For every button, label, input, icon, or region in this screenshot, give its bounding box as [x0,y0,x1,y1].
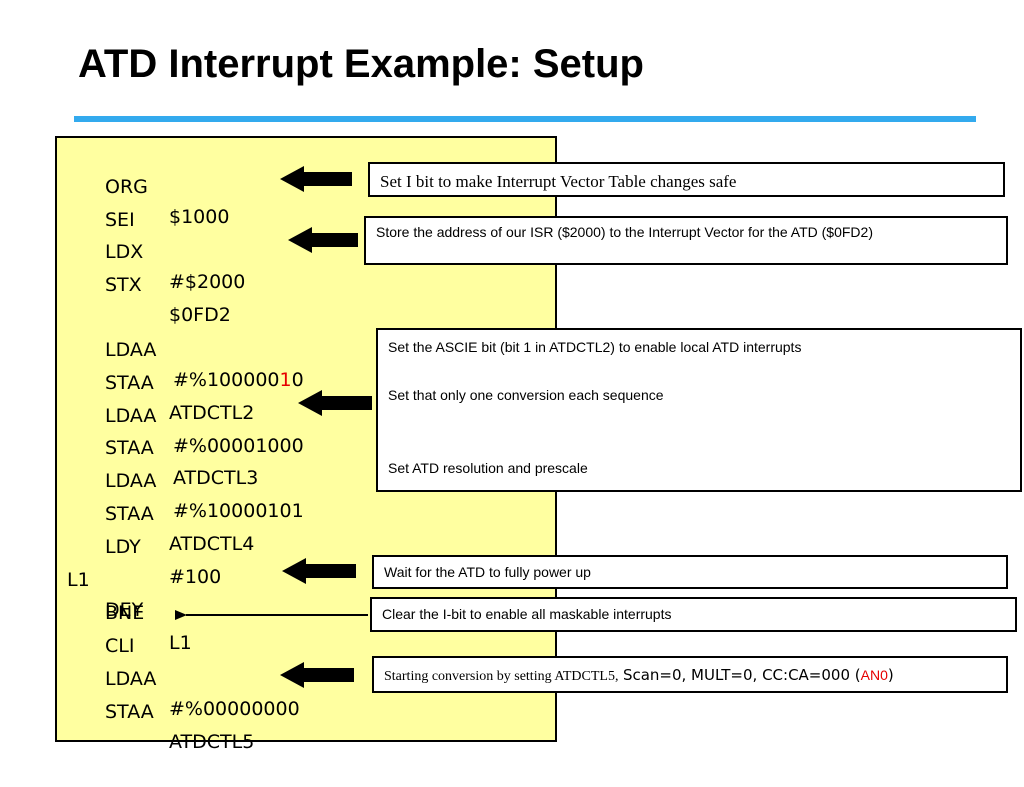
code-opcode: LDX [105,241,144,263]
code-opcode: SEI [105,209,135,231]
code-opcode: ORG [105,176,148,198]
note-vector: Store the address of our ISR ($2000) to … [364,216,1008,265]
code-line: STX $0FD2 [57,240,231,326]
code-opcode: LDAA [105,470,157,492]
code-line: LDAA #%10000010 [57,305,304,391]
note-wait: Wait for the ATD to fully power up [372,555,1008,589]
note-text: Set ATD resolution and prescale [388,460,588,476]
code-opcode: LDY [105,536,141,558]
note-text: Wait for the ATD to fully power up [384,564,591,580]
code-operand: L1 [169,632,192,654]
code-line: STAA ATDCTL3 [57,403,258,489]
code-operand: #$2000 [169,271,246,293]
code-line: STAA ATDCTL5 [57,667,254,753]
block-arrow-left-icon [280,166,352,192]
code-operand: $1000 [169,206,230,228]
operand-part: #%100000 [173,369,280,391]
code-operand: #%00000000 [169,698,300,720]
note-channel: AN0 [860,667,888,683]
code-operand: ATDCTL3 [173,467,259,489]
code-line: STAA ATDCTL2 [57,338,254,424]
note-text: Starting conversion by setting ATDCTL5, … [384,666,894,685]
code-opcode: BNE [105,602,145,624]
code-line: STAA ATDCTL4 [57,469,254,555]
block-arrow-left-icon [280,662,354,688]
block-arrow-left-icon [282,558,356,584]
code-operand: ATDCTL4 [169,533,255,555]
code-operand: #100 [169,566,222,588]
code-opcode: CLI [105,635,135,657]
code-operand: #%10000101 [173,500,304,522]
code-opcode: STX [105,274,142,296]
note-close: ) [887,666,894,684]
code-label: L1 [67,569,90,591]
note-sei: Set I bit to make Interrupt Vector Table… [368,162,1005,197]
code-opcode: STAA [105,503,154,525]
code-line: L1 DEY [57,535,143,621]
block-arrow-left-icon [288,227,358,253]
note-text: Set I bit to make Interrupt Vector Table… [380,172,737,191]
code-operand: #%10000010 [173,365,304,395]
code-opcode: DEY [105,599,144,621]
code-opcode: STAA [105,372,154,394]
code-operand: #%00001000 [173,435,304,457]
note-text: Store the address of our ISR ($2000) to … [376,224,873,240]
code-line: LDAA #%10000101 [57,436,304,522]
code-line: BNE L1 [57,568,192,654]
arrows-layer [175,166,372,688]
code-line: CLI [57,601,134,657]
code-line: SEI [57,175,135,231]
note-params: Scan=0, MULT=0, CC:CA=000 ( [622,666,861,684]
block-arrow-left-icon [298,390,372,416]
title-underline [74,116,976,122]
code-operand: ATDCTL2 [169,402,255,424]
code-line: LDAA #%00001000 [57,371,304,457]
note-text: Set that only one conversion each sequen… [388,387,664,403]
operand-part: 0 [291,369,304,391]
code-opcode: LDAA [105,405,157,427]
code-operand: ATDCTL5 [169,731,255,753]
code-line: LDAA #%00000000 [57,634,300,720]
code-opcode: STAA [105,437,154,459]
code-line: LDY #100 [57,502,221,588]
highlighted-bit: 1 [279,369,292,391]
note-text: Clear the I-bit to enable all maskable i… [382,606,672,622]
note-text: Set the ASCIE bit (bit 1 in ATDCTL2) to … [388,339,802,355]
slide-title: ATD Interrupt Example: Setup [78,42,644,86]
note-control-registers: Set the ASCIE bit (bit 1 in ATDCTL2) to … [376,328,1022,492]
note-prefix: Starting conversion by setting ATDCTL5, [384,669,619,684]
code-line: ORG $1000 [57,142,229,228]
code-operand: $0FD2 [169,304,231,326]
code-opcode: LDAA [105,339,157,361]
code-opcode: STAA [105,701,154,723]
code-line: LDX #$2000 [57,207,245,293]
code-opcode: LDAA [105,668,157,690]
note-start-conversion: Starting conversion by setting ATDCTL5, … [372,656,1008,693]
note-cli: Clear the I-bit to enable all maskable i… [370,597,1017,632]
